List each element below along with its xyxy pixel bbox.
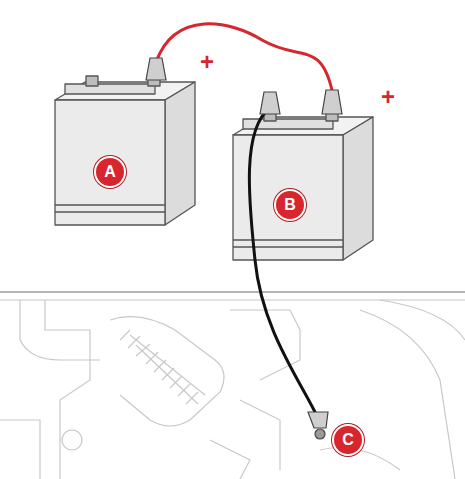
polarity-sign: + — [381, 85, 395, 109]
callout-letter: B — [274, 189, 306, 221]
positive-cable — [156, 24, 332, 90]
ground-clamps — [260, 92, 328, 439]
engine-bay — [0, 292, 465, 479]
battery-a — [55, 76, 195, 225]
polarity-sign: + — [200, 50, 214, 74]
callout-letter: A — [94, 156, 126, 188]
callout-letter: C — [332, 424, 364, 456]
red-clamps — [146, 58, 342, 114]
negative-cable — [249, 108, 318, 418]
